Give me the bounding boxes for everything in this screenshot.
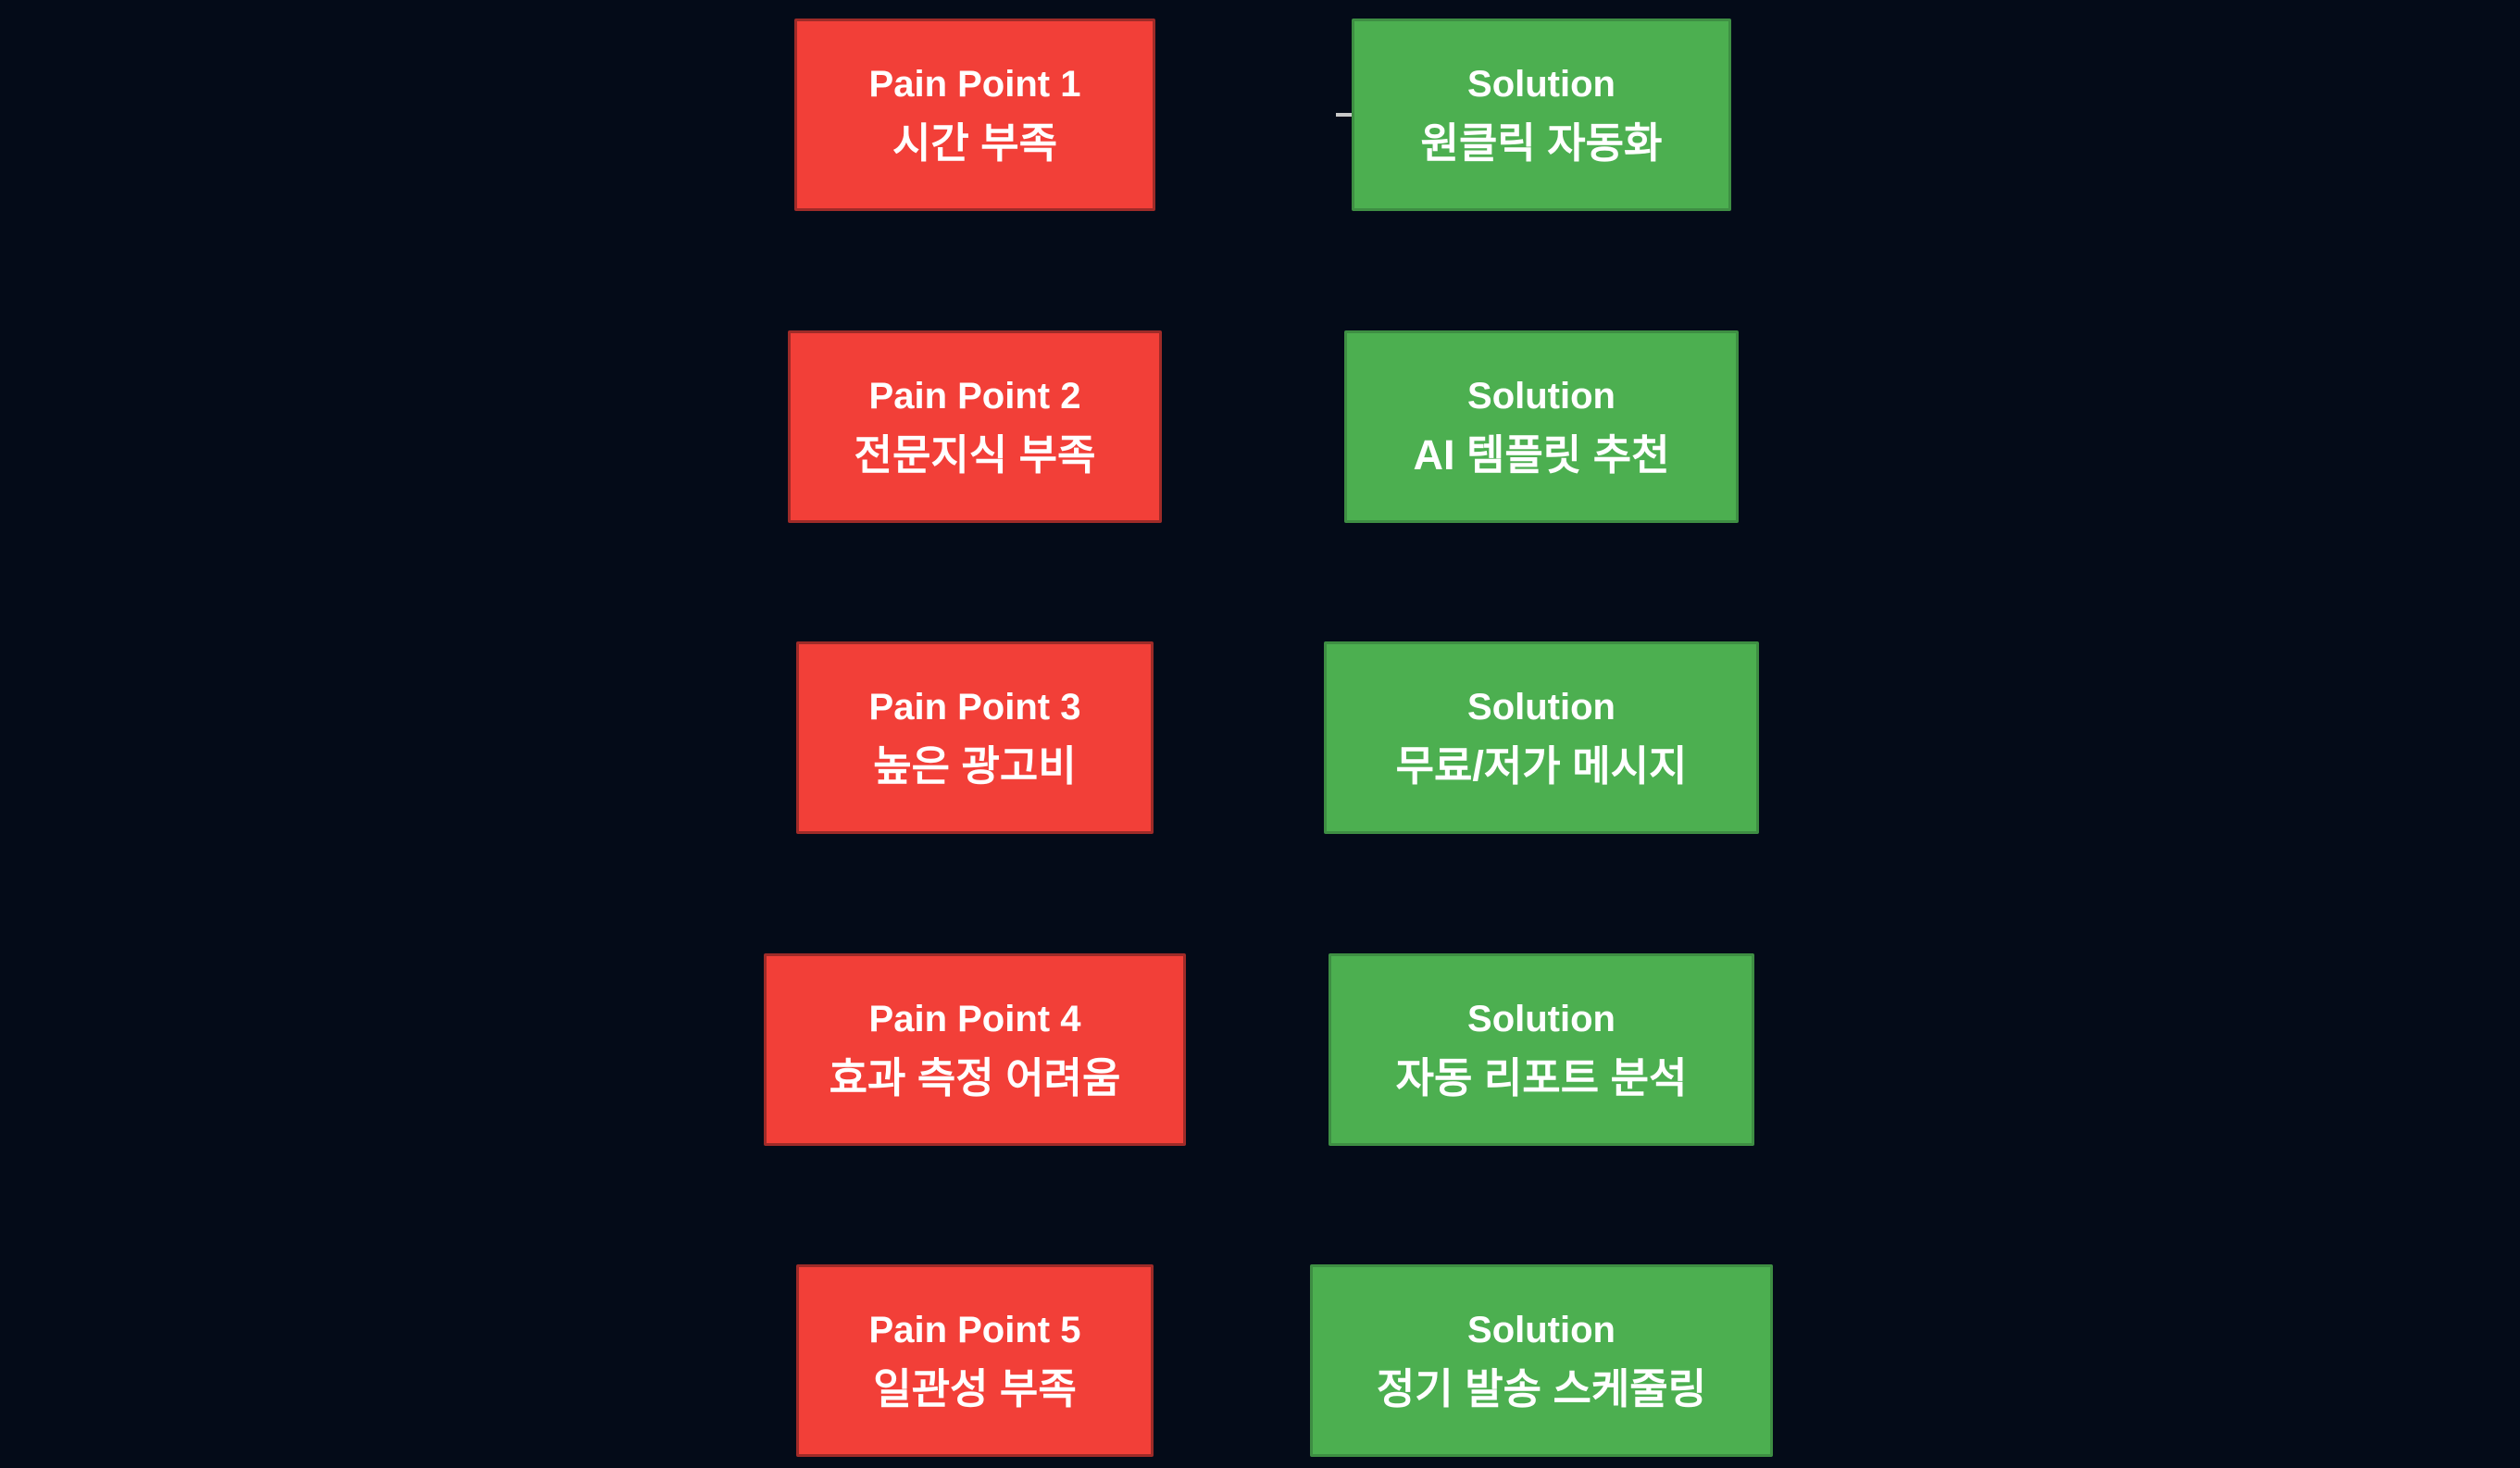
- solution-subtitle: 정기 발송 스케줄링: [1376, 1364, 1707, 1412]
- solution-subtitle: 무료/저가 메시지: [1395, 741, 1688, 790]
- solution-box: Solution 자동 리포트 분석: [1329, 953, 1754, 1146]
- mapping-row: Pain Point 5 일관성 부족 Solution 정기 발송 스케줄링: [0, 1264, 2520, 1457]
- solution-title: Solution: [1467, 686, 1616, 728]
- pain-point-subtitle: 시간 부족: [892, 118, 1058, 167]
- mapping-row: Pain Point 3 높은 광고비 Solution 무료/저가 메시지: [0, 641, 2520, 834]
- pain-point-title: Pain Point 2: [868, 375, 1081, 417]
- solution-subtitle: 원클릭 자동화: [1420, 118, 1663, 167]
- pain-point-title: Pain Point 1: [868, 63, 1081, 105]
- pain-point-box: Pain Point 4 효과 측정 어려움: [764, 953, 1186, 1146]
- pain-point-subtitle: 효과 측정 어려움: [829, 1053, 1121, 1101]
- solution-box: Solution 원클릭 자동화: [1352, 19, 1731, 211]
- solution-title: Solution: [1467, 1309, 1616, 1350]
- pain-point-subtitle: 일관성 부족: [873, 1364, 1077, 1412]
- mapping-row: Pain Point 1 시간 부족 Solution 원클릭 자동화: [0, 19, 2520, 211]
- pain-point-subtitle: 전문지식 부족: [854, 430, 1096, 479]
- mapping-row: Pain Point 4 효과 측정 어려움 Solution 자동 리포트 분…: [0, 953, 2520, 1146]
- pain-point-title: Pain Point 4: [868, 998, 1081, 1039]
- mapping-row: Pain Point 2 전문지식 부족 Solution AI 템플릿 추천: [0, 330, 2520, 523]
- solution-box: Solution AI 템플릿 추천: [1344, 330, 1739, 523]
- pain-point-box: Pain Point 3 높은 광고비: [796, 641, 1154, 834]
- solution-subtitle: AI 템플릿 추천: [1413, 430, 1670, 479]
- pain-point-title: Pain Point 3: [868, 686, 1081, 728]
- solution-box: Solution 정기 발송 스케줄링: [1310, 1264, 1773, 1457]
- solution-box: Solution 무료/저가 메시지: [1324, 641, 1759, 834]
- pain-point-title: Pain Point 5: [868, 1309, 1081, 1350]
- solution-title: Solution: [1467, 998, 1616, 1039]
- solution-subtitle: 자동 리포트 분석: [1395, 1053, 1688, 1101]
- solution-title: Solution: [1467, 375, 1616, 417]
- pain-point-box: Pain Point 1 시간 부족: [794, 19, 1155, 211]
- pain-point-box: Pain Point 5 일관성 부족: [796, 1264, 1154, 1457]
- pain-point-subtitle: 높은 광고비: [873, 741, 1077, 790]
- solution-title: Solution: [1467, 63, 1616, 105]
- pain-point-box: Pain Point 2 전문지식 부족: [788, 330, 1162, 523]
